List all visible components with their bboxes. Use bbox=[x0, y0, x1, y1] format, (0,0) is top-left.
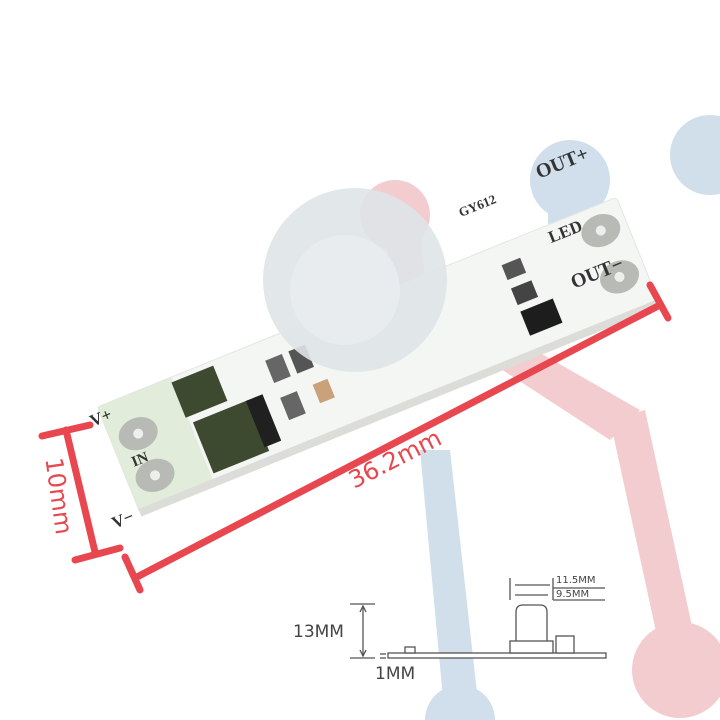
thickness-dimension: 1MM bbox=[375, 664, 416, 684]
lens-inner-dimension: 9.5MM bbox=[556, 589, 590, 600]
lens-outer-dimension: 11.5MM bbox=[556, 575, 596, 586]
height-dimension: 13MM bbox=[293, 622, 344, 642]
